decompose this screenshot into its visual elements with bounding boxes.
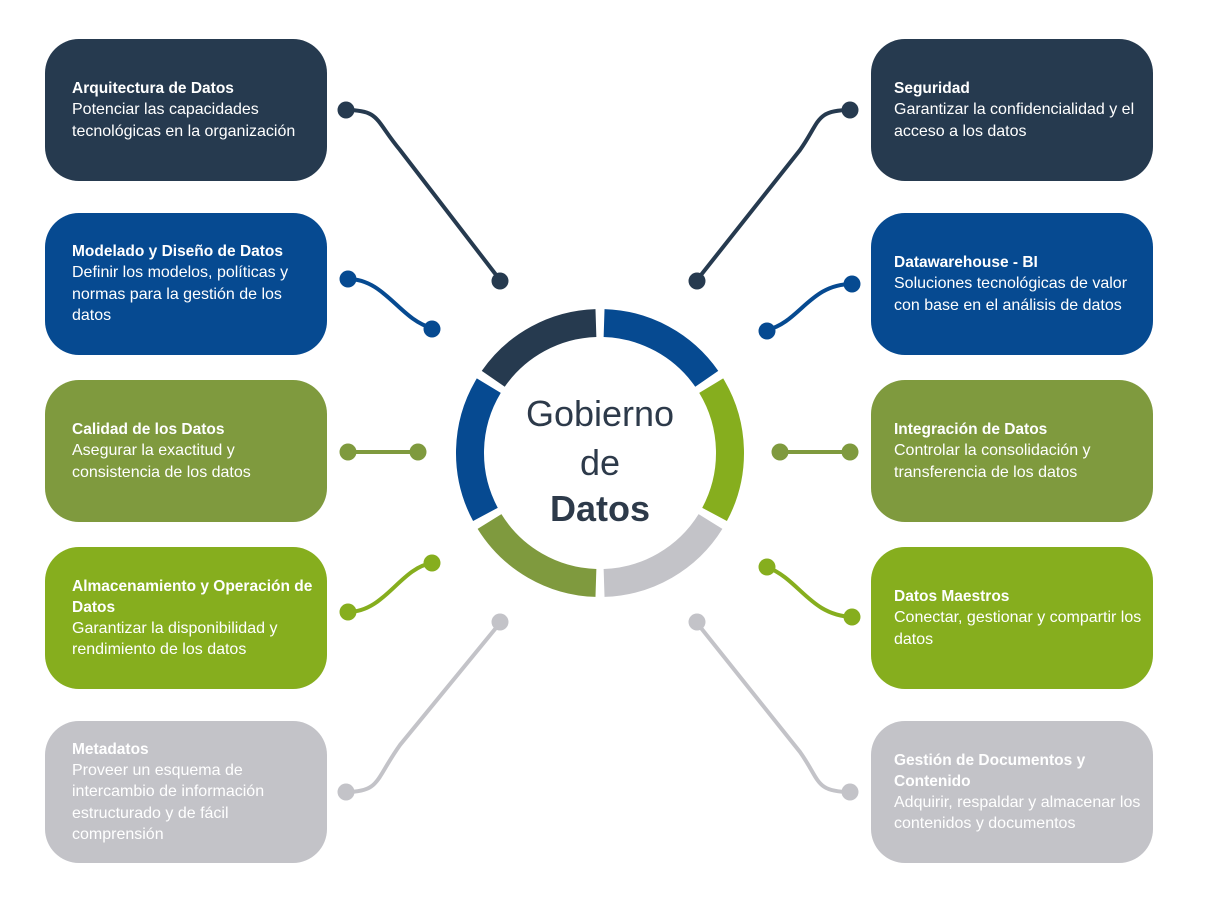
- card-title: Datos Maestros: [894, 588, 1010, 605]
- connector-right-2: [758, 275, 861, 340]
- card-datawarehouse-bi: Datawarehouse - BI Soluciones tecnológic…: [871, 213, 1153, 355]
- card-title: Seguridad: [894, 80, 970, 97]
- card-almacenamiento-y-operacion: Almacenamiento y Operación de Datos Gara…: [45, 547, 327, 689]
- card-title: Arquitectura de Datos: [72, 80, 234, 97]
- card-metadatos: Metadatos Proveer un esquema de intercam…: [45, 721, 327, 863]
- card-description: Proveer un esquema de intercambio de inf…: [72, 761, 265, 844]
- card-description: Garantizar la disponibilidad y rendimien…: [72, 619, 278, 659]
- card-datos-maestros: Datos Maestros Conectar, gestionar y com…: [871, 547, 1153, 689]
- card-description: Asegurar la exactitud y consistencia de …: [72, 442, 251, 481]
- card-description: Conectar, gestionar y compartir los dato…: [894, 609, 1142, 648]
- card-seguridad: Seguridad Garantizar la confidencialidad…: [871, 39, 1153, 181]
- card-integracion-de-datos: Integración de Datos Controlar la consol…: [871, 380, 1153, 522]
- card-calidad-de-los-datos: Calidad de los Datos Asegurar la exactit…: [45, 380, 327, 522]
- card-arquitectura-de-datos: Arquitectura de Datos Potenciar las capa…: [45, 39, 327, 181]
- ring-segment-blue-left: [456, 378, 501, 522]
- card-title: Metadatos: [72, 740, 149, 758]
- card-title: Gestión de Documentos y Contenido: [894, 751, 1086, 790]
- connector-left-5: [337, 613, 509, 801]
- ring-segment-gray: [603, 513, 723, 597]
- connector-right-4: [758, 558, 861, 626]
- connector-right-5: [688, 613, 859, 801]
- connector-left-4: [339, 554, 441, 621]
- card-description: Controlar la consolidación y transferenc…: [894, 442, 1091, 481]
- card-description: Garantizar la confidencialidad y el acce…: [894, 101, 1135, 140]
- ring-segment-navy: [481, 309, 597, 388]
- connector-right-1: [688, 101, 859, 290]
- card-title: Datawarehouse - BI: [894, 254, 1038, 271]
- ring-segment-olive: [477, 513, 597, 597]
- connector-left-1: [337, 101, 509, 290]
- card-gestion-de-documentos: Gestión de Documentos y Contenido Adquir…: [871, 721, 1153, 863]
- connector-left-3: [339, 443, 427, 461]
- ring-segment-lime: [699, 378, 744, 522]
- center-title-line1: Gobierno: [525, 393, 675, 434]
- center-title-line2: de: [579, 442, 621, 483]
- card-title: Almacenamiento y Operación de Datos: [72, 577, 313, 616]
- card-description: Definir los modelos, políticas y normas …: [72, 264, 289, 325]
- card-title: Integración de Datos: [894, 421, 1048, 438]
- connector-left-2: [339, 270, 441, 338]
- card-modelado-y-diseno: Modelado y Diseño de Datos Definir los m…: [45, 213, 327, 355]
- card-description: Soluciones tecnológicas de valor con bas…: [894, 275, 1128, 314]
- card-title: Calidad de los Datos: [72, 421, 225, 438]
- card-title: Modelado y Diseño de Datos: [72, 243, 284, 261]
- connector-right-3: [771, 443, 859, 461]
- card-description: Adquirir, respaldar y almacenar los cont…: [894, 793, 1141, 833]
- card-description: Potenciar las capacidades tecnológicas e…: [72, 101, 296, 140]
- ring-segment-blue: [603, 309, 719, 388]
- center-title-line3: Datos: [549, 488, 651, 529]
